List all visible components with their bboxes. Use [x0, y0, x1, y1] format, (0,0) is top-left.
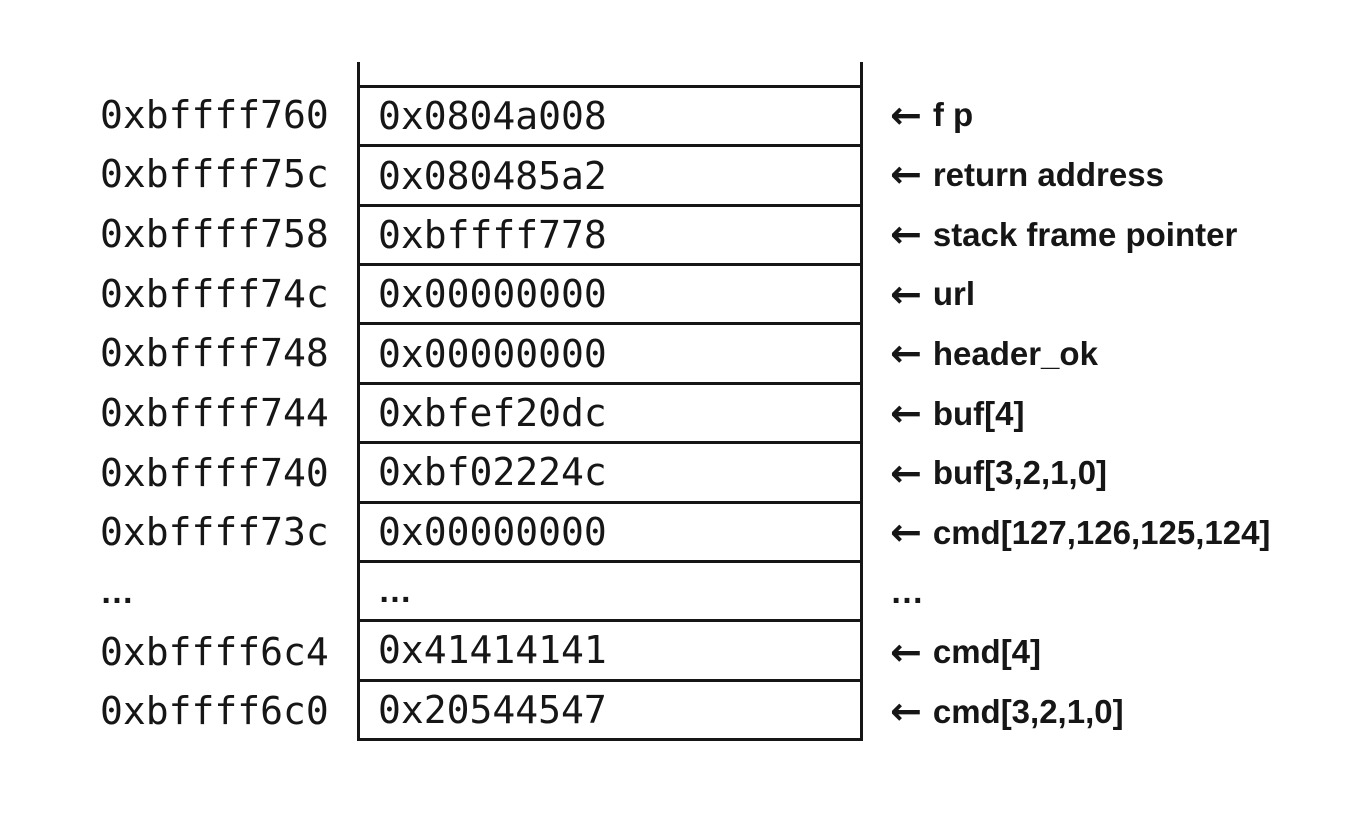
address-ellipsis: … — [100, 572, 136, 611]
value-text: 0x00000000 — [378, 272, 607, 317]
value-text: 0xbfef20dc — [378, 390, 607, 435]
row-label: ← cmd[127,126,125,124] — [890, 502, 1356, 562]
left-arrow-icon: ← — [890, 689, 922, 734]
address-column: 0xbffff760 0xbffff75c 0xbffff758 0xbffff74c… — [100, 85, 350, 741]
label-column: ←f p←return address←stack frame pointer←… — [890, 85, 1356, 741]
memory-cell: 0xbfef20dc — [360, 385, 860, 445]
address-label: 0xbffff73c — [100, 510, 329, 555]
label-text: return address — [932, 155, 1164, 193]
memory-cell: 0x0804a008 — [360, 88, 860, 148]
memory-cell: 0xbf02224c — [360, 444, 860, 504]
stack-open-top-left-line — [357, 62, 360, 85]
row-label: ← buf[4] — [890, 383, 1356, 443]
memory-value-box: 0x0804a008 0x080485a2 0xbffff778 0x00000000… — [357, 85, 863, 741]
label-text: f p — [932, 96, 974, 134]
stack-open-top-right-line — [860, 62, 863, 85]
memory-cell: 0xbffff778 — [360, 207, 860, 267]
value-text: 0x41414141 — [378, 628, 607, 673]
label-text: buf[4] — [932, 394, 1025, 432]
address-label: 0xbffff760 — [100, 92, 329, 137]
address-label: 0xbffff74c — [100, 271, 329, 316]
label-text: cmd[3,2,1,0] — [932, 692, 1124, 730]
left-arrow-icon: ← — [890, 391, 922, 436]
label-text: buf[3,2,1,0] — [932, 454, 1108, 492]
row-label: ← url — [890, 264, 1356, 324]
left-arrow-icon: ← — [890, 510, 922, 555]
value-text: 0x20544547 — [378, 687, 607, 732]
value-text: 0x080485a2 — [378, 153, 607, 198]
left-arrow-icon: ← — [890, 450, 922, 495]
value-ellipsis: … — [378, 572, 414, 611]
address-label: 0xbffff758 — [100, 212, 329, 257]
address-label: 0xbffff748 — [100, 331, 329, 376]
value-text: 0xbffff778 — [378, 212, 607, 257]
label-text: stack frame pointer — [932, 215, 1238, 253]
memory-cell: 0x41414141 — [360, 622, 860, 682]
address-label: 0xbffff6c0 — [100, 689, 329, 734]
left-arrow-icon: ← — [890, 152, 922, 197]
address-label: 0xbffff6c4 — [100, 629, 329, 674]
memory-cell: 0x00000000 — [360, 325, 860, 385]
label-text: url — [932, 275, 976, 313]
left-arrow-icon: ← — [890, 271, 922, 316]
value-text: 0x00000000 — [378, 509, 607, 554]
value-text: 0xbf02224c — [378, 450, 607, 495]
row-label: ← buf[3,2,1,0] — [890, 443, 1356, 503]
row-label: ← cmd[3,2,1,0] — [890, 681, 1356, 741]
label-ellipsis: … — [890, 572, 926, 611]
address-label: 0xbffff740 — [100, 450, 329, 495]
value-text: 0x00000000 — [378, 331, 607, 376]
row-label: … — [890, 562, 1356, 622]
address-label: 0xbffff75c — [100, 152, 329, 197]
row-label: ← return address — [890, 145, 1356, 205]
value-text: 0x0804a008 — [378, 94, 607, 139]
label-text: cmd[4] — [932, 633, 1042, 671]
memory-cell: 0x080485a2 — [360, 147, 860, 207]
left-arrow-icon: ← — [890, 629, 922, 674]
memory-cell: 0x00000000 — [360, 266, 860, 326]
memory-cell: … — [360, 563, 860, 623]
label-text: cmd[127,126,125,124] — [932, 513, 1271, 551]
left-arrow-icon: ← — [890, 212, 922, 257]
row-label: ← stack frame pointer — [890, 204, 1356, 264]
label-text: header_ok — [932, 334, 1098, 372]
row-label: ← header_ok — [890, 324, 1356, 384]
row-label: ← cmd[4] — [890, 622, 1356, 682]
memory-cell: 0x20544547 — [360, 682, 860, 738]
left-arrow-icon: ← — [890, 331, 922, 376]
memory-cell: 0x00000000 — [360, 504, 860, 563]
address-label: 0xbffff744 — [100, 391, 329, 436]
left-arrow-icon: ← — [890, 92, 922, 137]
row-label: ← f p — [890, 85, 1356, 145]
